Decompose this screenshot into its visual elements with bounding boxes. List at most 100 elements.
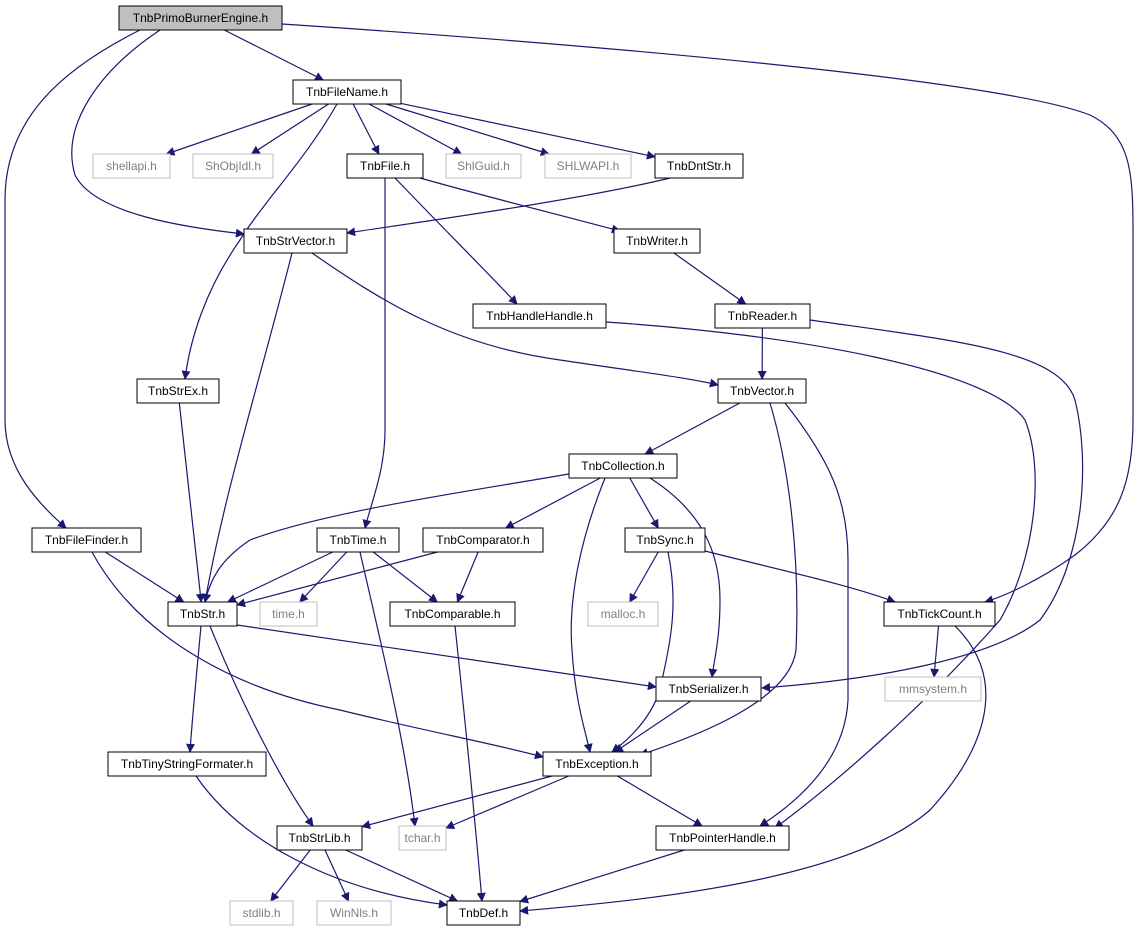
node-writer[interactable]: TnbWriter.h	[613, 228, 701, 254]
node-mmsystem: mmsystem.h	[884, 676, 982, 702]
node-comparable[interactable]: TnbComparable.h	[389, 601, 516, 627]
node-box	[118, 5, 283, 31]
edge-file-to-handlehandle	[394, 177, 518, 305]
edge-sync-to-malloc	[629, 551, 659, 603]
node-vector[interactable]: TnbVector.h	[717, 378, 807, 404]
node-label: TnbWriter.h	[626, 234, 688, 248]
edge-tinyformater-to-def	[195, 775, 448, 909]
edge-collection-to-str	[202, 471, 581, 603]
node-box	[316, 900, 392, 926]
edge-filename-to-strex	[181, 103, 338, 380]
edge-dntstr-to-strvector	[346, 177, 671, 237]
node-dntstr[interactable]: TnbDntStr.h	[654, 153, 744, 179]
node-label: TnbException.h	[555, 757, 638, 771]
edge-collection-to-serializer	[649, 477, 721, 678]
node-box	[107, 751, 267, 777]
node-shellapi: shellapi.h	[92, 153, 171, 179]
node-stdlib: stdlib.h	[229, 900, 294, 926]
node-malloc: malloc.h	[587, 601, 659, 627]
node-box	[884, 676, 982, 702]
node-box	[445, 153, 522, 179]
node-label: TnbSerializer.h	[668, 682, 748, 696]
edge-time-to-timeh	[299, 551, 348, 603]
node-box	[472, 303, 607, 329]
edge-handlehandle-to-pointerhandle	[605, 321, 1036, 829]
node-strex[interactable]: TnbStrEx.h	[136, 378, 220, 404]
edge-strlib-to-def	[345, 849, 459, 902]
node-label: TnbCollection.h	[581, 459, 664, 473]
node-filename[interactable]: TnbFileName.h	[292, 79, 402, 105]
edge-pointerhandle-to-def	[519, 849, 685, 904]
node-serializer[interactable]: TnbSerializer.h	[655, 676, 762, 702]
node-file[interactable]: TnbFile.h	[346, 153, 424, 179]
edge-vector-to-pointerhandle	[759, 402, 849, 827]
node-timeh: time.h	[259, 601, 318, 627]
node-strvector[interactable]: TnbStrVector.h	[243, 228, 348, 254]
edge-strvector-to-vector	[311, 252, 719, 388]
node-label: TnbComparator.h	[436, 533, 529, 547]
node-box	[31, 527, 142, 553]
edge-file-to-time	[362, 178, 386, 529]
edge-exception-to-pointerhandle	[617, 775, 703, 827]
node-label: TnbTinyStringFormater.h	[121, 757, 253, 771]
node-str[interactable]: TnbStr.h	[167, 601, 238, 627]
node-exception[interactable]: TnbException.h	[542, 751, 652, 777]
node-filefinder[interactable]: TnbFileFinder.h	[31, 527, 142, 553]
node-label: time.h	[272, 607, 305, 621]
node-label: TnbDef.h	[459, 906, 508, 920]
edge-vector-to-exception	[639, 402, 798, 757]
node-def[interactable]: TnbDef.h	[446, 900, 521, 926]
node-tickcount[interactable]: TnbTickCount.h	[883, 601, 996, 627]
node-handlehandle[interactable]: TnbHandleHandle.h	[472, 303, 607, 329]
edge-filename-to-dntstr	[400, 102, 656, 160]
node-comparator[interactable]: TnbComparator.h	[422, 527, 544, 553]
node-label: TnbDntStr.h	[667, 159, 731, 173]
edge-engine-to-filename	[224, 29, 325, 81]
edge-str-to-tinyformater	[186, 625, 202, 753]
node-engine[interactable]: TnbPrimoBurnerEngine.h	[118, 5, 283, 31]
edge-exception-to-strlib	[361, 775, 553, 829]
node-label: TnbPointerHandle.h	[669, 831, 776, 845]
node-strlib[interactable]: TnbStrLib.h	[276, 825, 363, 851]
node-box	[446, 900, 521, 926]
edge-collection-to-comparator	[504, 477, 601, 529]
node-box	[883, 601, 996, 627]
edge-engine-to-filefinder	[4, 29, 141, 529]
node-pointerhandle[interactable]: TnbPointerHandle.h	[655, 825, 790, 851]
node-label: TnbReader.h	[728, 309, 797, 323]
node-label: tchar.h	[404, 831, 440, 845]
node-label: TnbHandleHandle.h	[486, 309, 593, 323]
node-collection[interactable]: TnbCollection.h	[568, 453, 678, 479]
edges-layer	[4, 23, 1134, 915]
edge-comparator-to-str	[236, 551, 438, 608]
node-sync[interactable]: TnbSync.h	[624, 527, 706, 553]
node-box	[624, 527, 706, 553]
node-box	[276, 825, 363, 851]
edge-strlib-to-winnls	[324, 849, 350, 902]
edge-time-to-str	[226, 551, 334, 603]
node-box	[717, 378, 807, 404]
edge-exception-to-tchar	[445, 775, 569, 829]
edge-vector-to-collection	[644, 402, 741, 455]
edge-tickcount-to-mmsystem	[930, 625, 940, 678]
node-label: malloc.h	[601, 607, 646, 621]
edge-collection-to-exception	[570, 477, 606, 753]
node-box	[714, 303, 811, 329]
node-time[interactable]: TnbTime.h	[316, 527, 400, 553]
node-label: TnbTime.h	[330, 533, 387, 547]
edge-serializer-to-exception	[614, 700, 692, 753]
edge-engine-to-tickcount	[281, 23, 1134, 604]
edge-strex-to-str	[178, 402, 205, 603]
edge-filename-to-shobjidl	[250, 103, 329, 155]
edge-writer-to-reader	[673, 252, 747, 305]
node-box	[568, 453, 678, 479]
edge-filename-to-shlguid	[368, 103, 463, 155]
node-tinyformater[interactable]: TnbTinyStringFormater.h	[107, 751, 267, 777]
node-box	[346, 153, 424, 179]
node-reader[interactable]: TnbReader.h	[714, 303, 811, 329]
node-box	[654, 153, 744, 179]
node-label: TnbStrVector.h	[256, 234, 335, 248]
node-label: TnbPrimoBurnerEngine.h	[133, 11, 268, 25]
edge-str-to-strlib	[209, 625, 314, 827]
